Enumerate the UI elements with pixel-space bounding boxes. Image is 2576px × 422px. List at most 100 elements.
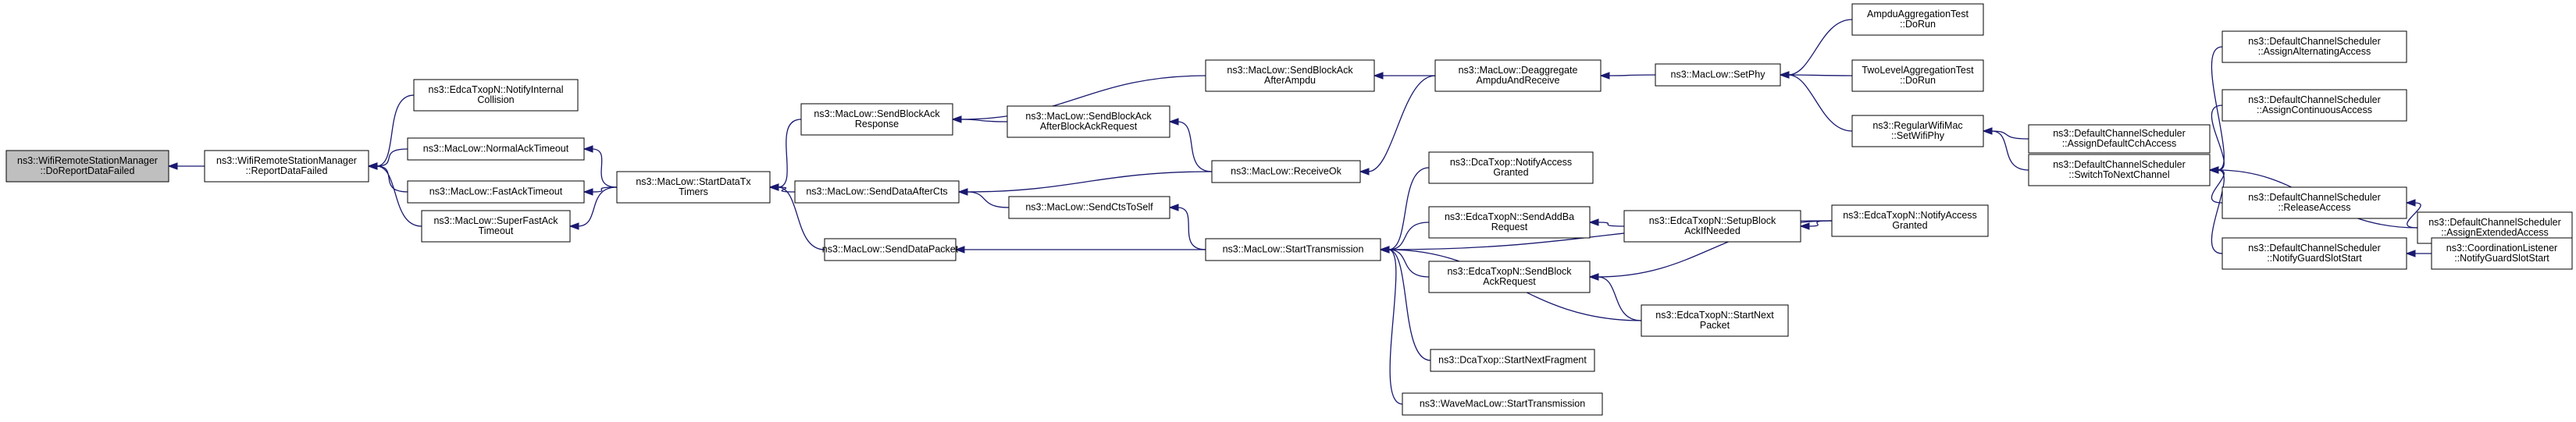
arrowhead-icon bbox=[1779, 71, 1790, 79]
function-node[interactable]: ns3::DefaultChannelScheduler::NotifyGuar… bbox=[2221, 237, 2407, 270]
call-edge-n15-to-n10 bbox=[1373, 72, 1435, 80]
node-box bbox=[1211, 160, 1361, 183]
function-node[interactable]: TwoLevelAggregationTest::DoRun bbox=[1851, 59, 1984, 92]
node-label-line: ns3::DefaultChannelScheduler bbox=[2053, 128, 2186, 139]
node-label-line: ::SwitchToNextChannel bbox=[2068, 169, 2169, 180]
function-node[interactable]: ns3::MacLow::NormalAckTimeout bbox=[407, 137, 585, 161]
call-edge-n6-to-n5 bbox=[568, 186, 618, 230]
arrowhead-icon bbox=[1168, 204, 1179, 211]
arrowhead-icon bbox=[583, 145, 593, 153]
edge-line bbox=[1388, 249, 1403, 405]
node-box bbox=[800, 103, 953, 136]
edge-line bbox=[1597, 222, 1625, 227]
node-label-line: ns3::DefaultChannelScheduler bbox=[2248, 243, 2381, 254]
node-box bbox=[1851, 59, 1984, 92]
edge-line bbox=[960, 119, 1008, 122]
arrowhead-icon bbox=[2208, 166, 2219, 174]
node-label-line: ns3::EdcaTxopN::StartNext bbox=[1655, 310, 1774, 321]
function-node[interactable]: ns3::MacLow::SendCtsToSelf bbox=[1008, 196, 1170, 219]
node-label-line: ns3::MacLow::SendBlockAck bbox=[1025, 111, 1152, 122]
node-label-line: ns3::EdcaTxopN::SendBlock bbox=[1447, 266, 1572, 277]
function-node[interactable]: ns3::DefaultChannelScheduler::SwitchToNe… bbox=[2028, 154, 2211, 186]
arrowhead-icon bbox=[1982, 127, 1993, 135]
node-label-line: ns3::EdcaTxopN::SendAddBa bbox=[1445, 211, 1574, 222]
nodes-layer: ns3::WifiRemoteStationManager::DoReportD… bbox=[5, 3, 2573, 416]
edge-line bbox=[2211, 169, 2225, 204]
root-function-node[interactable]: ns3::WifiRemoteStationManager::DoReportD… bbox=[5, 150, 169, 183]
node-label-line: ns3::EdcaTxopN::SetupBlock bbox=[1649, 215, 1776, 226]
call-edge-n5-to-n1 bbox=[367, 162, 422, 227]
node-box bbox=[5, 150, 169, 183]
function-node[interactable]: ns3::MacLow::SendDataPacket bbox=[822, 238, 959, 261]
call-edge-n21-to-n15 bbox=[1599, 72, 1656, 80]
call-edge-n15-to-n13 bbox=[1359, 75, 1436, 176]
function-node[interactable]: ns3::DefaultChannelScheduler::ReleaseAcc… bbox=[2221, 186, 2407, 219]
edge-line bbox=[591, 148, 618, 188]
function-node[interactable]: AmpduAggregationTest::DoRun bbox=[1851, 3, 1984, 36]
call-edge-n13-to-n8 bbox=[957, 171, 1213, 196]
node-label-line: Timers bbox=[679, 186, 708, 197]
arrowhead-icon bbox=[954, 246, 965, 254]
function-node[interactable]: ns3::MacLow::ReceiveOk bbox=[1211, 160, 1361, 183]
arrowhead-icon bbox=[1373, 72, 1384, 80]
edge-line bbox=[1990, 130, 2029, 140]
function-node[interactable]: ns3::MacLow::SendBlockAckAfterBlockAckRe… bbox=[1007, 105, 1170, 138]
call-edge-n2-to-n1 bbox=[367, 94, 415, 170]
node-label-line: ns3::MacLow::SuperFastAck bbox=[433, 215, 558, 226]
function-node[interactable]: ns3::CoordinationListener::NotifyGuardSl… bbox=[2431, 237, 2573, 270]
node-label-line: ns3::CoordinationListener bbox=[2446, 243, 2557, 254]
edge-line bbox=[1990, 130, 2029, 171]
node-label-line: ns3::WaveMacLow::StartTransmission bbox=[1420, 399, 1585, 410]
node-box bbox=[1851, 3, 1984, 36]
function-node[interactable]: ns3::WifiRemoteStationManager::ReportDat… bbox=[204, 150, 369, 183]
node-label-line: ns3::DefaultChannelScheduler bbox=[2053, 159, 2186, 170]
function-node[interactable]: ns3::MacLow::StartTransmission bbox=[1205, 238, 1381, 261]
function-node[interactable]: ns3::MacLow::SendDataAfterCts bbox=[794, 180, 960, 204]
function-node[interactable]: ns3::DcaTxop::StartNextFragment bbox=[1430, 349, 1595, 372]
node-label-line: TwoLevelAggregationTest bbox=[1862, 65, 1974, 76]
node-box bbox=[794, 180, 960, 204]
function-node[interactable]: ns3::RegularWifiMac::SetWifiPhy bbox=[1851, 115, 1984, 147]
call-edge-n1-to-n0 bbox=[167, 162, 205, 170]
node-box bbox=[1428, 151, 1594, 184]
node-label-line: Granted bbox=[1493, 167, 1528, 178]
function-node[interactable]: ns3::MacLow::FastAckTimeout bbox=[407, 180, 585, 204]
node-label-line: Timeout bbox=[479, 225, 514, 236]
node-label-line: ns3::MacLow::StartDataTx bbox=[636, 176, 751, 187]
function-node[interactable]: ns3::DefaultChannelScheduler::AssignAlte… bbox=[2221, 30, 2407, 63]
function-node[interactable]: ns3::DefaultChannelScheduler::AssignDefa… bbox=[2028, 124, 2211, 154]
function-node[interactable]: ns3::MacLow::SetPhy bbox=[1655, 63, 1781, 87]
node-label-line: AfterBlockAckRequest bbox=[1040, 121, 1138, 132]
function-node[interactable]: ns3::WaveMacLow::StartTransmission bbox=[1402, 392, 1603, 416]
edge-line bbox=[376, 165, 408, 193]
edge-line bbox=[1787, 74, 1853, 76]
node-box bbox=[1831, 204, 1989, 237]
node-label-line: ns3::MacLow::FastAckTimeout bbox=[429, 186, 563, 197]
node-label-line: ns3::MacLow::NormalAckTimeout bbox=[423, 144, 569, 154]
node-box bbox=[1428, 206, 1591, 239]
node-label-line: ns3::MacLow::Deaggregate bbox=[1459, 65, 1578, 76]
arrowhead-icon bbox=[1588, 218, 1599, 226]
call-edge-n27-to-n21 bbox=[1779, 71, 1853, 132]
node-label-line: ns3::EdcaTxopN::NotifyAccess bbox=[1843, 210, 1977, 221]
call-edge-n16-to-n14 bbox=[1379, 167, 1430, 254]
node-label-line: ::DoRun bbox=[1900, 75, 1936, 86]
node-label-line: AmpduAggregationTest bbox=[1867, 9, 1969, 20]
arrowhead-icon bbox=[951, 115, 962, 123]
arrowhead-icon bbox=[167, 162, 178, 170]
edge-line bbox=[1388, 167, 1430, 250]
function-node[interactable]: ns3::DefaultChannelScheduler::AssignCont… bbox=[2221, 89, 2407, 122]
